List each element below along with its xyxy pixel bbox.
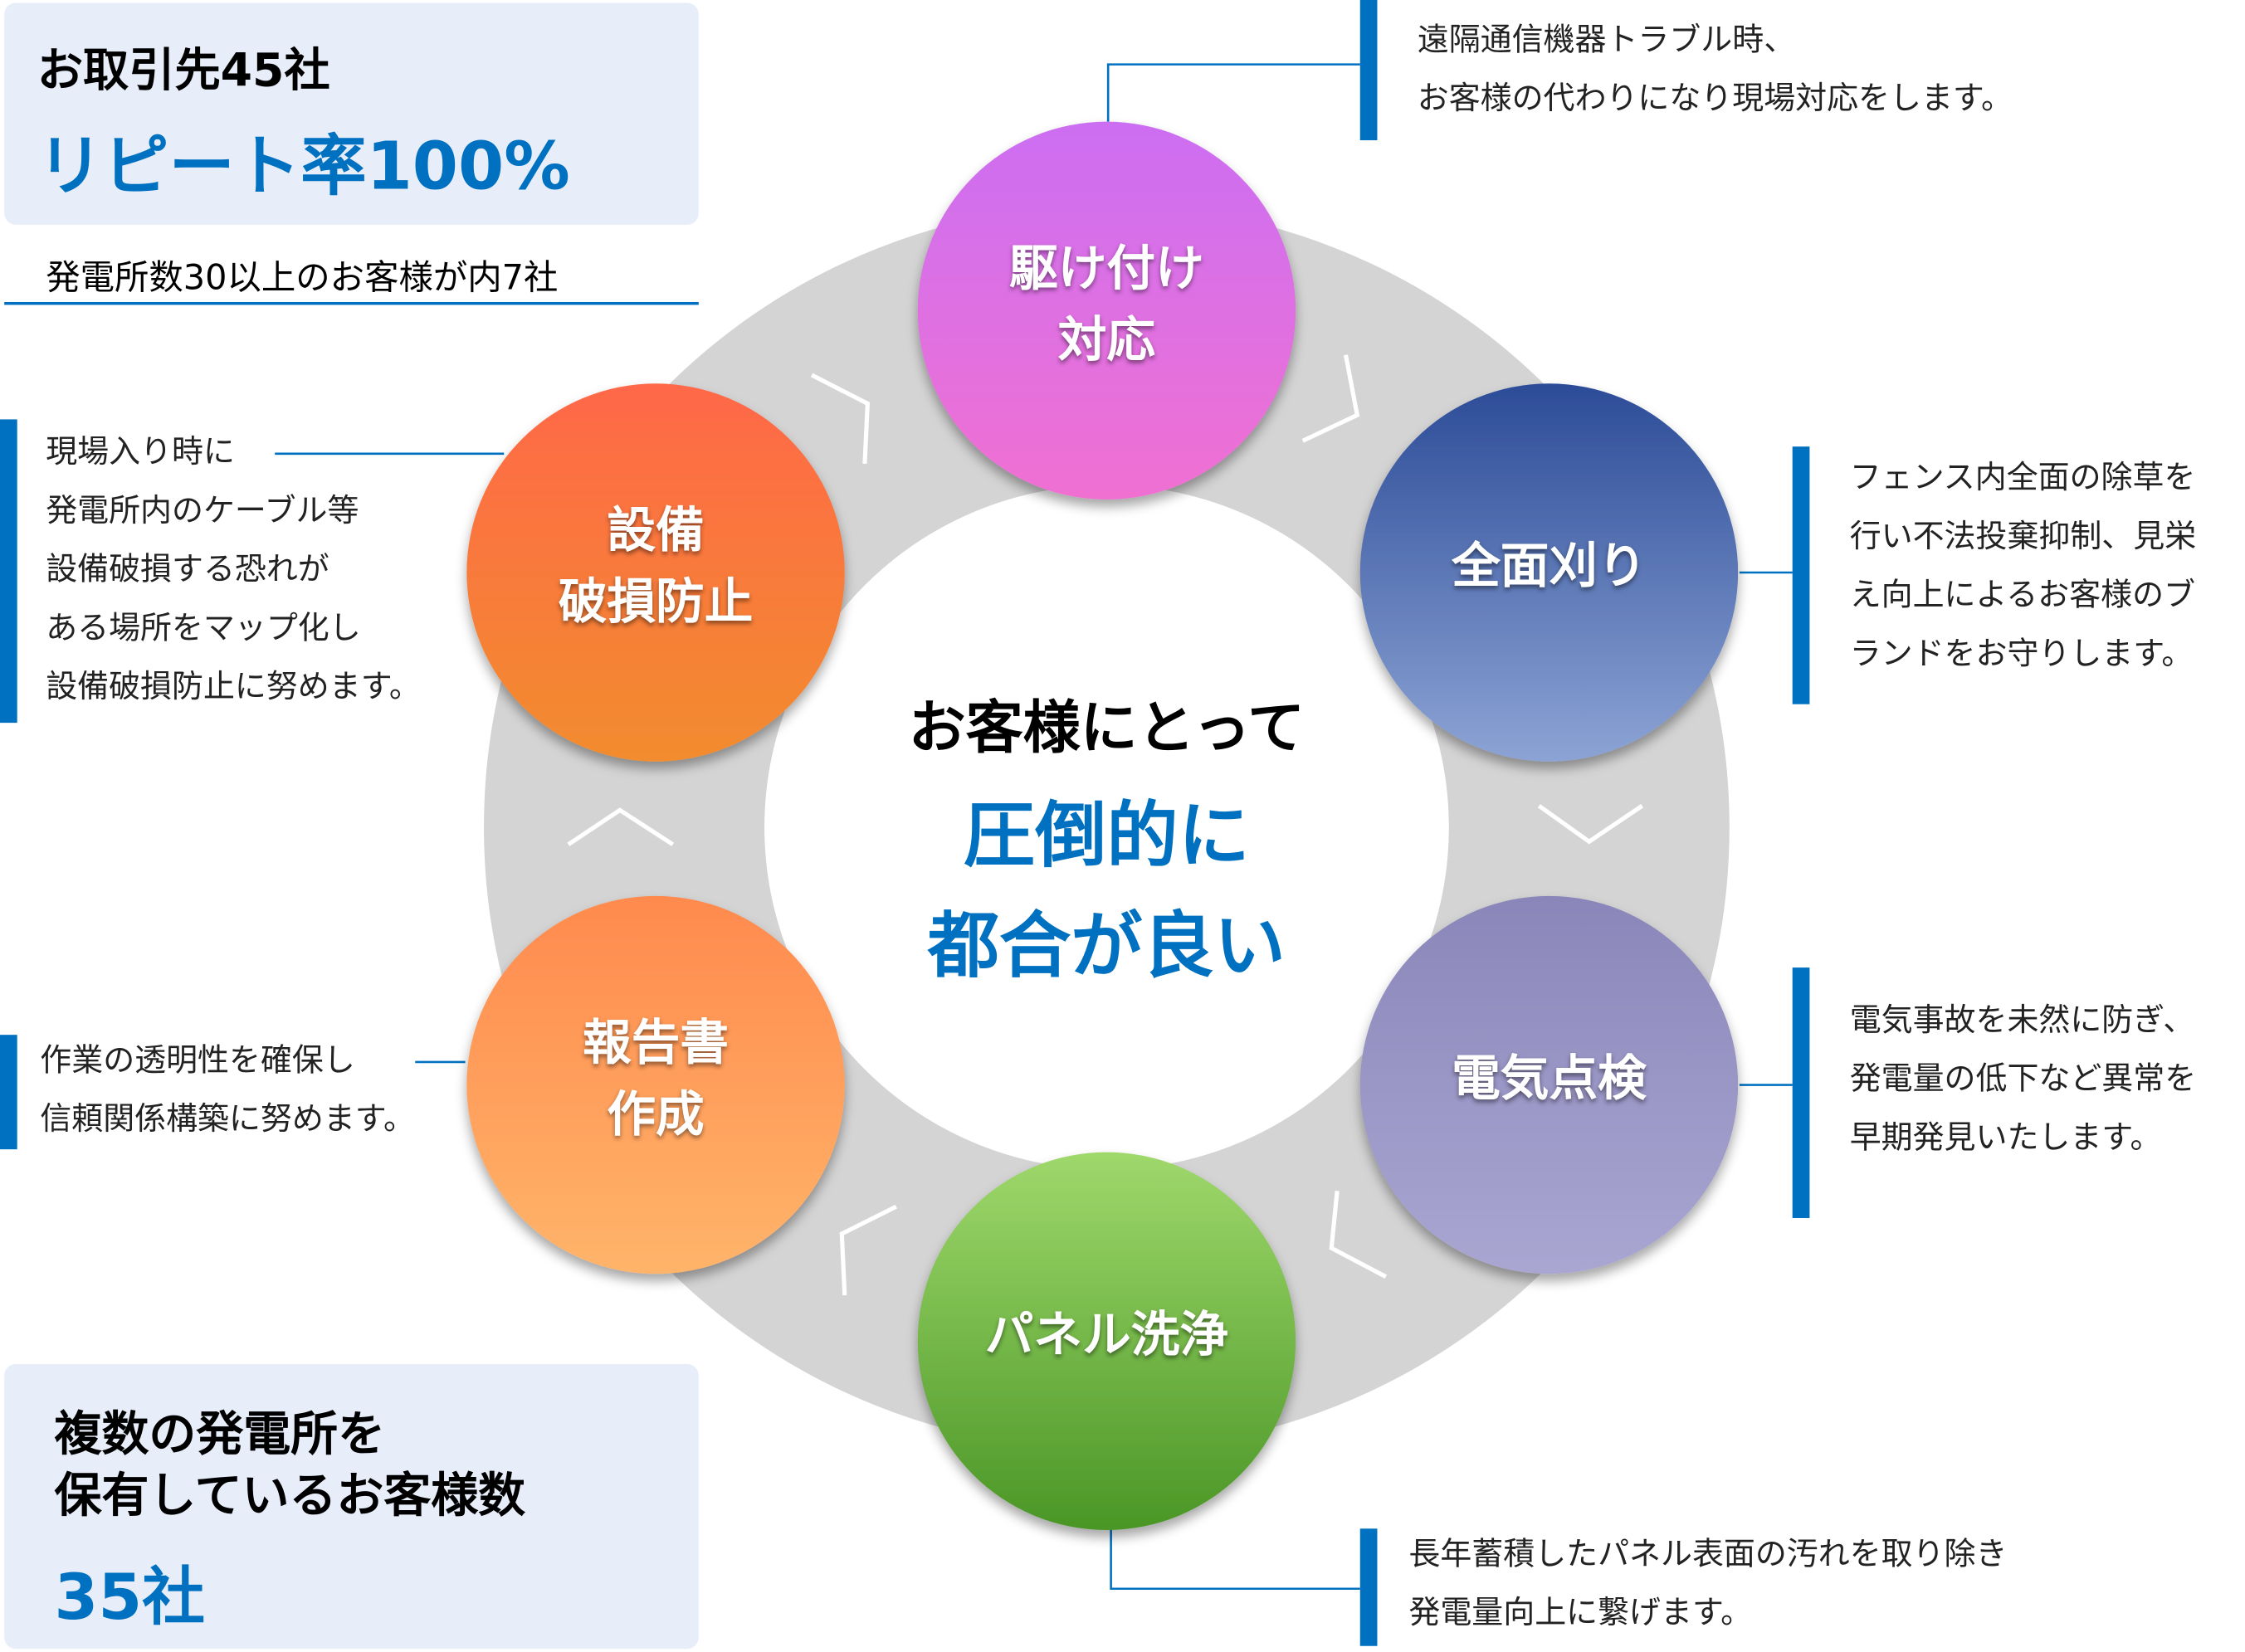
arrow-chevron-icon — [567, 807, 675, 846]
cycle-arrows — [567, 354, 1644, 1296]
description-line: 発電量向上に繋げます。 — [1408, 1596, 1753, 1632]
service-description-report-creation: 作業の透明性を確保し信頼関係構築に努めます。 — [40, 1032, 415, 1149]
service-label-line: 報告書 — [583, 1015, 730, 1073]
service-description-panel-cleaning: 長年蓄積したパネル表面の汚れを取り除き発電量向上に繋げます。 — [1408, 1526, 2007, 1643]
clients-note: 発電所数30以上のお客様が内7社 — [46, 257, 559, 298]
service-circle-rush-response — [917, 121, 1296, 500]
service-label-line: 全面刈り — [1452, 538, 1647, 596]
description-line: 信頼関係構築に努めます。 — [40, 1102, 415, 1138]
center-disc — [764, 485, 1449, 1170]
description-line: 早期発見いたします。 — [1849, 1120, 2162, 1157]
arrow-chevron-icon — [1329, 1190, 1388, 1279]
center-line3: 都合が良い — [927, 904, 1286, 988]
description-line: 遠隔通信機器トラブル時、 — [1417, 22, 1796, 59]
service-description-full-mowing: フェンス内全面の除草を行い不法投棄抑制、見栄え向上によるお客様のブランドをお守り… — [1850, 450, 2196, 685]
description-line: 行い不法投棄抑制、見栄 — [1849, 519, 2197, 556]
clients-count: お取引先45社 — [37, 42, 330, 98]
description-line: 発電量の低下など異常を — [1849, 1061, 2197, 1099]
service-label-report-creation: 報告書作成 — [466, 1007, 847, 1151]
description-line: 作業の透明性を確保し — [40, 1043, 355, 1079]
service-circle-electrical-inspection — [1359, 895, 1739, 1274]
clients-stats-panel — [4, 2, 699, 225]
description-line: え向上によるお客様のブ — [1849, 577, 2196, 615]
service-label-line: 設備 — [607, 502, 705, 560]
divider — [4, 301, 699, 305]
accent-bar — [1359, 0, 1378, 141]
multi-plant-count: 35社 — [54, 1561, 206, 1635]
multi-plant-line1: 複数の発電所を — [54, 1405, 386, 1462]
service-label-line: パネル洗浄 — [984, 1306, 1229, 1364]
center-line1: お客様にとって — [908, 695, 1306, 762]
service-label-line: 対応 — [1057, 312, 1156, 370]
description-line: フェンス内全面の除草を — [1849, 461, 2196, 497]
service-description-rush-response: 遠隔通信機器トラブル時、お客様の代わりになり現場対応をします。 — [1418, 12, 2013, 129]
service-description-damage-prevention: 現場入り時に発電所内のケーブル等設備破損する恐れがある場所をマップ化し設備破損防… — [46, 424, 421, 718]
center-line2: 圧倒的に — [963, 794, 1250, 878]
description-line: 発電所内のケーブル等 — [46, 494, 359, 530]
service-description-electrical-inspection: 電気事故を未然に防ぎ、発電量の低下など異常を早期発見いたします。 — [1850, 992, 2196, 1167]
service-circle-full-mowing — [1359, 383, 1739, 762]
description-line: ランドをお守りします。 — [1849, 636, 2194, 673]
description-line: お客様の代わりになり現場対応をします。 — [1417, 81, 2013, 118]
service-circle-report-creation — [466, 895, 845, 1274]
service-label-line: 破損防止 — [558, 573, 754, 631]
description-line: 設備破損する恐れが — [46, 552, 329, 588]
description-line: 長年蓄積したパネル表面の汚れを取り除き — [1408, 1537, 2008, 1573]
service-label-line: 駆け付け — [1009, 240, 1204, 298]
accent-bar — [1792, 967, 1810, 1218]
accent-bar — [0, 1035, 17, 1150]
description-line: 現場入り時に — [46, 435, 235, 471]
multi-plant-stats-panel — [4, 1363, 699, 1650]
arrow-chevron-icon — [839, 1204, 898, 1296]
arrow-chevron-icon — [810, 373, 871, 465]
repeat-rate: リピート率100% — [37, 127, 570, 205]
service-label-rush-response: 駆け付け対応 — [916, 233, 1297, 377]
service-circle-panel-cleaning — [917, 1152, 1296, 1531]
service-circle-damage-prevention — [466, 383, 845, 762]
accent-bar — [1792, 446, 1810, 704]
service-label-electrical-inspection: 電気点検 — [1359, 1044, 1740, 1115]
description-line: 電気事故を未然に防ぎ、 — [1849, 1003, 2195, 1040]
arrow-chevron-icon — [1537, 804, 1644, 845]
service-label-panel-cleaning: パネル洗浄 — [916, 1299, 1297, 1371]
description-line: 設備破損防止に努めます。 — [46, 670, 421, 706]
accent-bar — [0, 419, 17, 724]
service-label-full-mowing: 全面刈り — [1359, 531, 1740, 602]
multi-plant-line2: 保有しているお客様数 — [54, 1467, 526, 1523]
arrow-chevron-icon — [1301, 354, 1360, 443]
service-label-damage-prevention: 設備破損防止 — [466, 495, 847, 639]
service-label-line: 電気点検 — [1452, 1050, 1647, 1109]
accent-bar — [1359, 1528, 1378, 1646]
service-label-line: 作成 — [607, 1086, 705, 1144]
description-line: ある場所をマップ化し — [46, 611, 361, 647]
